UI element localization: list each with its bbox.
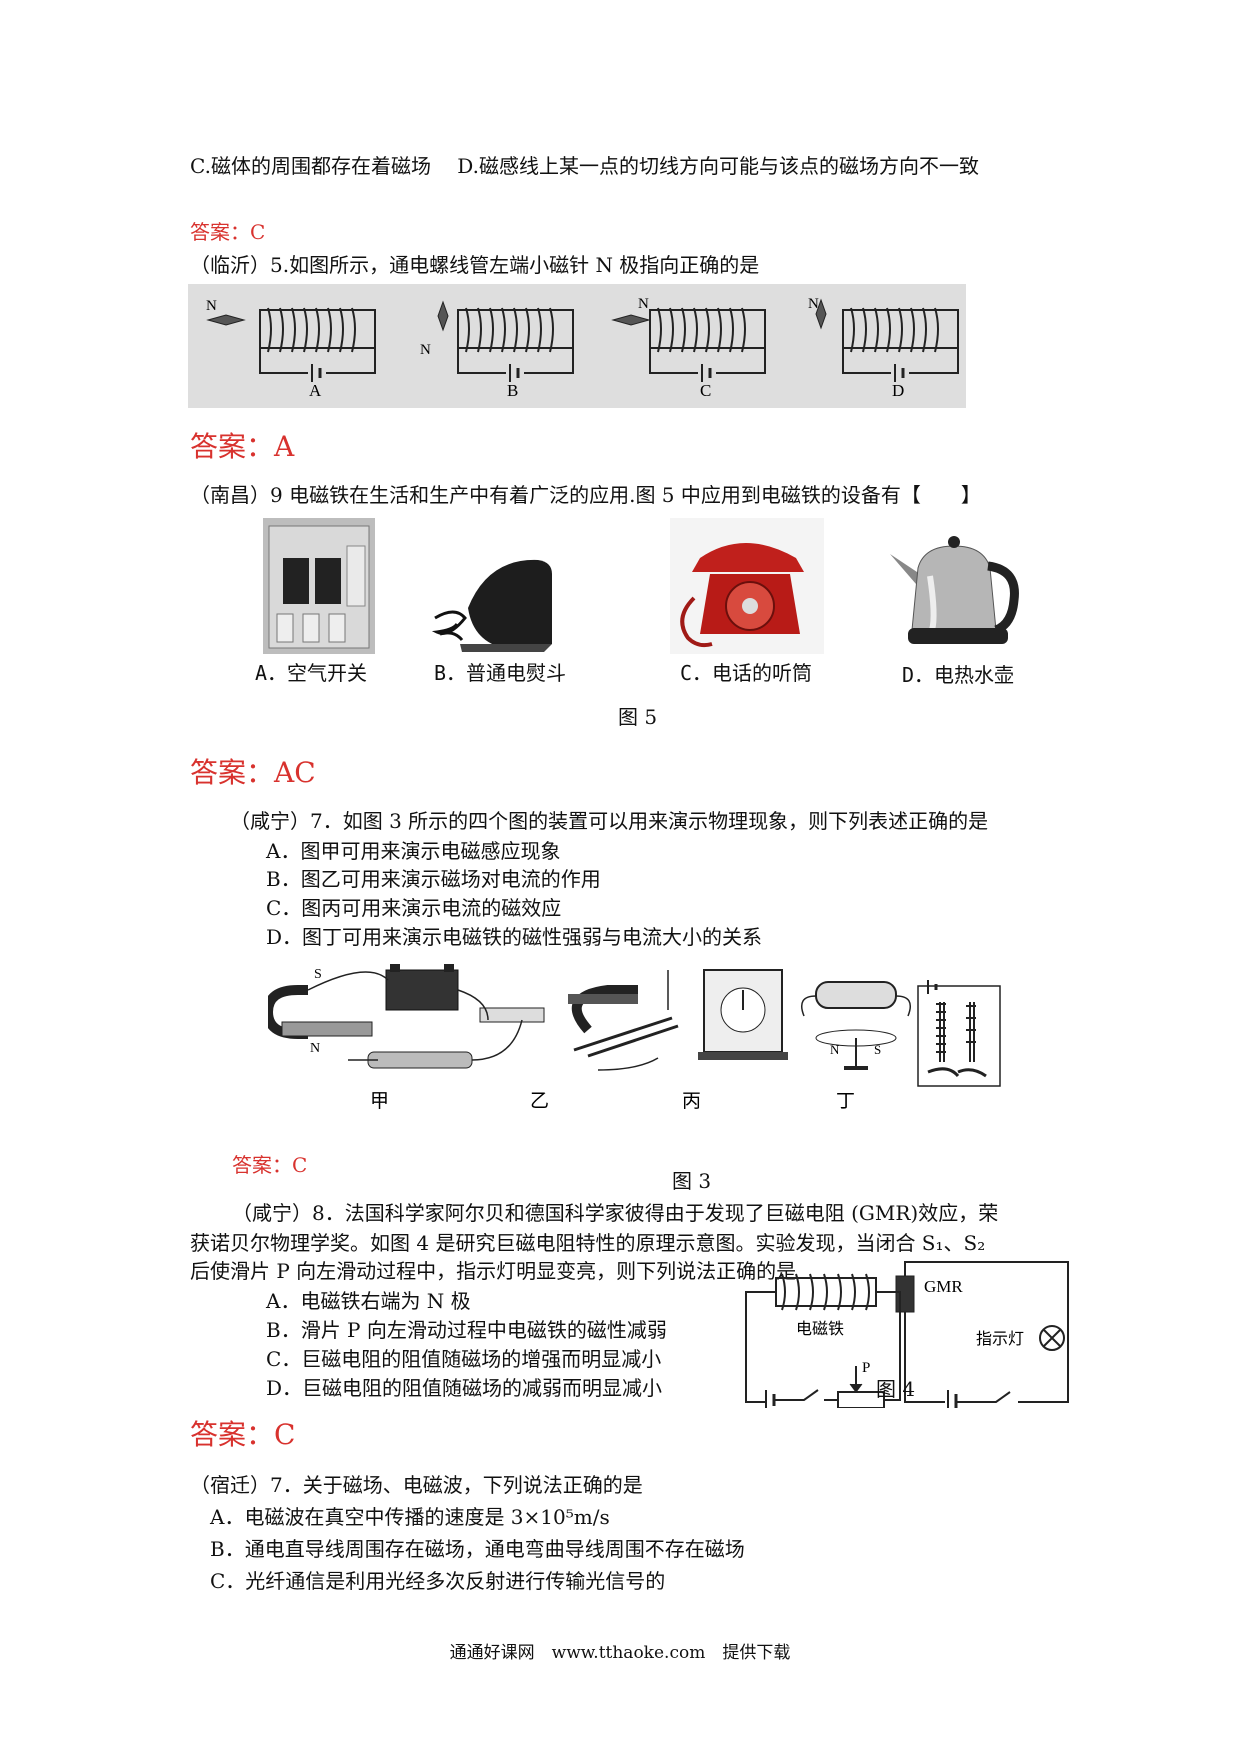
option-label-a: A [309, 381, 322, 400]
slider-p-label: P [862, 1360, 870, 1376]
fig3-caption: 图 3 [672, 1169, 712, 1193]
fig3-label-yi: 乙 [530, 1091, 549, 1110]
footer-source: 通通好课网 www.tthaoke.com 提供下载 [449, 1643, 791, 1663]
fig5-label-d: D．电热水壶 [902, 663, 1015, 687]
option-label-c: C [700, 381, 711, 400]
question-linyi-5: （临沂）5.如图所示，通电螺线管左端小磁针 N 极指向正确的是 [190, 253, 760, 277]
n-label-a: N [206, 298, 217, 314]
electric-iron-image [431, 559, 552, 652]
option-label-d: D [892, 381, 904, 400]
q4-options-cd: C.磁体的周围都存在着磁场 D.磁感线上某一点的切线方向可能与该点的磁场方向不一… [190, 154, 979, 178]
fig4-caption: 图 4 [876, 1377, 916, 1401]
sq-option-a: A．电磁波在真空中传播的速度是 3×10⁵m/s [210, 1505, 610, 1529]
question-xianning-7: （咸宁）7．如图 3 所示的四个图的装置可以用来演示物理现象，则下列表述正确的是 [230, 809, 989, 833]
telephone-image [670, 518, 824, 654]
fig5-label-c: C．电话的听筒 [680, 661, 813, 685]
electromagnet-label: 电磁铁 [796, 1320, 844, 1338]
question-xianning-8-line2: 获诺贝尔物理学奖。如图 4 是研究巨磁电阻特性的原理示意图。实验发现，当闭合 S… [190, 1231, 986, 1255]
answer-q9: 答案：AC [190, 756, 316, 789]
n-label-c: N [638, 296, 649, 312]
fig3-label-bing: 丙 [682, 1091, 701, 1110]
q7-option-c: C．图丙可用来演示电流的磁效应 [266, 896, 562, 920]
gmr-label: GMR [924, 1277, 963, 1296]
fig3-bing-s: S [874, 1042, 881, 1057]
question-nanchang-9: （南昌）9 电磁铁在生活和生产中有着广泛的应用.图 5 中应用到电磁铁的设备有【… [190, 483, 981, 507]
fig3-n-label: N [310, 1041, 320, 1056]
q7-option-a: A．图甲可用来演示电磁感应现象 [266, 839, 561, 863]
n-label-b: N [420, 342, 431, 358]
answer-q5: 答案：A [190, 430, 295, 463]
option-label-b: B [507, 381, 518, 400]
n-label-d: N [808, 296, 819, 312]
q7-option-b: B．图乙可用来演示磁场对电流的作用 [266, 867, 601, 891]
answer-q8: 答案：C [190, 1418, 296, 1451]
q8-option-c: C．巨磁电阻的阻值随磁场的增强而明显减小 [266, 1347, 662, 1371]
figure-3-apparatus: S N N S 甲 乙 丙 丁 [268, 964, 1001, 1110]
q8-option-b: B．滑片 P 向左滑动过程中电磁铁的磁性减弱 [266, 1318, 667, 1342]
indicator-label: 指示灯 [976, 1330, 1024, 1348]
q7-option-d: D．图丁可用来演示电磁铁的磁性强弱与电流大小的关系 [266, 925, 763, 949]
fig3-label-jia: 甲 [370, 1091, 389, 1110]
figure-4-gmr-circuit: GMR 电磁铁 P S₁ 指示灯 S₂ [745, 1261, 1069, 1408]
q8-option-a: A．电磁铁右端为 N 极 [266, 1289, 471, 1313]
solenoid-compass-figure: N N N N A B C D [188, 284, 966, 408]
fig5-label-a: A．空气开关 [255, 661, 368, 685]
question-xianning-8-line1: （咸宁）8．法国科学家阿尔贝和德国科学家彼得由于发现了巨磁电阻 (GMR)效应，… [232, 1201, 999, 1225]
question-xianning-8-line3: 后使滑片 P 向左滑动过程中，指示灯明显变亮，则下列说法正确的是 [190, 1259, 797, 1283]
sq-option-b: B．通电直导线周围存在磁场，通电弯曲导线周围不存在磁场 [210, 1537, 745, 1561]
sq-option-c: C．光纤通信是利用光经多次反射进行传输光信号的 [210, 1569, 666, 1593]
question-suqian-7: （宿迁）7．关于磁场、电磁波，下列说法正确的是 [190, 1473, 643, 1497]
fig5-caption: 图 5 [618, 705, 658, 729]
answer-q4: 答案：C [190, 220, 266, 244]
fig3-label-ding: 丁 [836, 1091, 855, 1110]
q8-option-d: D．巨磁电阻的阻值随磁场的减弱而明显减小 [266, 1376, 663, 1400]
electric-kettle-image [890, 536, 1019, 644]
fig3-s-label: S [314, 967, 322, 982]
fig3-bing-n: N [830, 1042, 840, 1057]
answer-q7: 答案：C [232, 1153, 308, 1177]
air-switch-image [263, 518, 375, 654]
fig5-label-b: B．普通电熨斗 [434, 661, 567, 685]
